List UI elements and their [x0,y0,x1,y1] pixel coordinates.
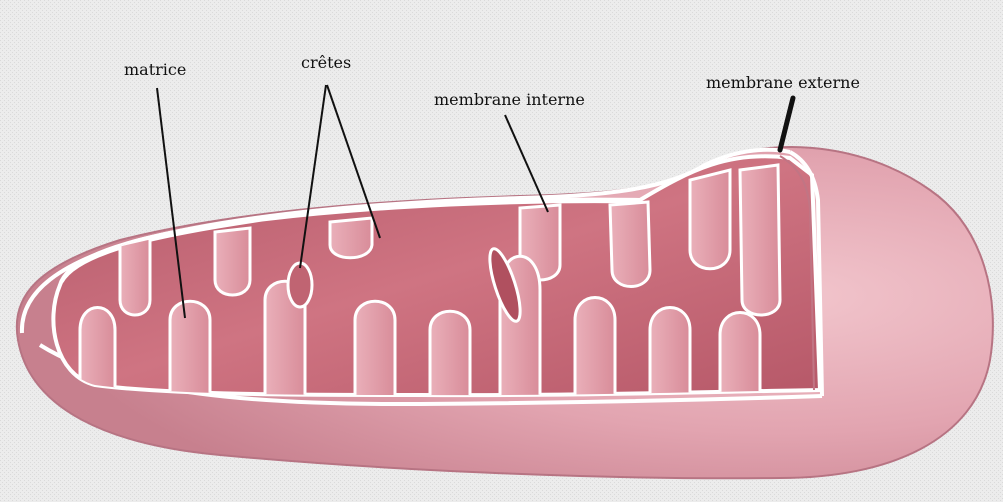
outer-membrane-label: membrane externe [706,73,860,92]
crista [740,165,780,315]
crista [430,311,470,398]
crista [120,238,150,315]
crista [355,301,395,398]
inner-membrane-label: membrane interne [434,90,585,109]
crista [170,301,210,395]
crista [610,202,650,287]
crista-pore [288,263,312,307]
crista [650,308,690,397]
matrix-label: matrice [124,60,186,79]
cristae-label: crêtes [301,53,351,72]
crista [575,298,615,399]
crista [80,308,115,393]
crista [690,170,730,269]
crista [720,313,760,397]
crista [215,228,250,295]
crista [330,218,372,258]
